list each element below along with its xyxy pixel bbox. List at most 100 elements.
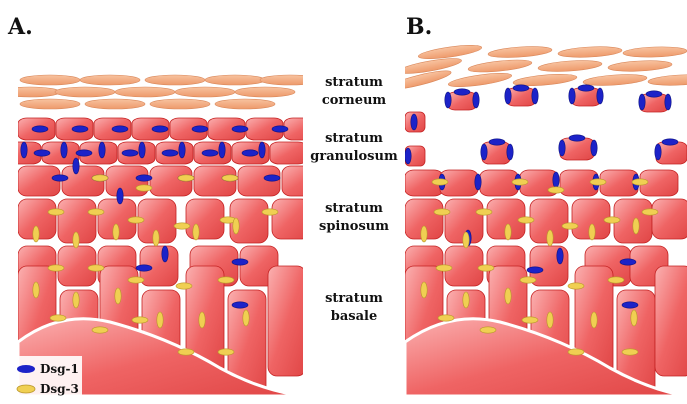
dsg3-desmosome (222, 175, 238, 181)
dsg3-desmosome (520, 277, 536, 283)
label-spinosum-1: stratum (325, 201, 383, 216)
dsg3-desmosome (438, 315, 454, 321)
dsg1-desmosome (242, 150, 258, 156)
dsg1-desmosome (73, 158, 79, 174)
panel-b-label: B. (406, 14, 432, 40)
dsg3-desmosome (218, 349, 234, 355)
dsg1-desmosome (622, 302, 638, 308)
dsg1-desmosome (232, 302, 248, 308)
dsg1-desmosome (152, 126, 168, 132)
dsg3-desmosome (476, 209, 492, 215)
dsg3-desmosome (421, 282, 427, 298)
dsg1-desmosome (112, 126, 128, 132)
dsg1-desmosome (117, 188, 123, 204)
corneocyte (115, 87, 175, 97)
legend: Dsg-1 Dsg-3 (10, 356, 82, 400)
corneocyte (235, 87, 295, 97)
spinous-cell (186, 199, 224, 239)
basal-cell (268, 266, 306, 376)
dsg3-desmosome (115, 288, 121, 304)
dsg3-desmosome (50, 315, 66, 321)
dsg3-desmosome (421, 226, 427, 242)
panel-a-label: A. (7, 14, 33, 40)
dsg1-desmosome (162, 246, 168, 262)
spinous-cell (18, 166, 60, 196)
dsg1-desmosome (202, 150, 218, 156)
dsg3-desmosome (591, 312, 597, 328)
dsg1-desmosome (513, 85, 529, 91)
dsg3-desmosome (642, 209, 658, 215)
dsg3-desmosome (589, 224, 595, 240)
dsg3-desmosome (604, 217, 620, 223)
dsg3-desmosome (548, 187, 564, 193)
dsg3-desmosome (463, 232, 469, 248)
dsg3-desmosome (622, 349, 638, 355)
dsg3-desmosome (568, 283, 584, 289)
dsg3-desmosome (48, 265, 64, 271)
dsg3-desmosome (432, 179, 448, 185)
dsg1-desmosome (557, 248, 563, 264)
dsg1-desmosome (72, 126, 88, 132)
dsg1-desmosome (34, 150, 50, 156)
dsg3-desmosome (193, 224, 199, 240)
dsg1-desmosome (662, 139, 678, 145)
dsg1-desmosome (532, 88, 538, 104)
dsg3-desmosome (178, 175, 194, 181)
dsg1-desmosome (99, 142, 105, 158)
dsg3-desmosome (512, 179, 528, 185)
dsg1-desmosome (505, 88, 511, 104)
legend-dsg1-swatch (17, 365, 35, 373)
dsg1-desmosome (507, 144, 513, 160)
dsg1-desmosome (52, 175, 68, 181)
dsg3-desmosome (178, 349, 194, 355)
granular-cell (284, 118, 321, 140)
dsg3-desmosome (199, 312, 205, 328)
dsg3-desmosome (92, 327, 108, 333)
dsg3-desmosome (562, 223, 578, 229)
dsg1-desmosome (553, 172, 559, 188)
corneocyte (260, 75, 320, 85)
corneocyte (608, 59, 672, 72)
dsg1-desmosome (665, 94, 671, 110)
dsg3-desmosome (176, 283, 192, 289)
dsg1-desmosome (559, 140, 565, 156)
dsg3-desmosome (505, 224, 511, 240)
dsg1-desmosome (232, 259, 248, 265)
dsg3-desmosome (92, 175, 108, 181)
corneocyte (85, 99, 145, 109)
dsg1-desmosome (454, 89, 470, 95)
legend-dsg3-label: Dsg-3 (40, 382, 79, 396)
dsg1-desmosome (591, 140, 597, 156)
dsg3-desmosome (518, 217, 534, 223)
dsg3-desmosome (153, 230, 159, 246)
dsg1-desmosome (639, 94, 645, 110)
dsg1-desmosome (620, 259, 636, 265)
panel-b (388, 43, 687, 400)
spinous-cell (652, 199, 687, 239)
dsg3-desmosome (48, 209, 64, 215)
dsg3-desmosome (568, 349, 584, 355)
basal-cell (655, 266, 687, 376)
dsg1-desmosome (272, 126, 288, 132)
dsg3-desmosome (547, 230, 553, 246)
dsg3-desmosome (128, 277, 144, 283)
a-stratum-corneum (0, 75, 320, 116)
dsg3-desmosome (522, 317, 538, 323)
dsg3-desmosome (136, 185, 152, 191)
spinous-cell (282, 166, 324, 196)
corneocyte (215, 99, 275, 109)
corneocyte (175, 87, 235, 97)
corneocyte (623, 46, 687, 58)
corneocyte (583, 73, 648, 87)
dsg3-desmosome (128, 217, 144, 223)
dsg3-desmosome (434, 209, 450, 215)
corneocyte (488, 45, 553, 59)
dsg1-desmosome (578, 85, 594, 91)
dsg1-desmosome (179, 142, 185, 158)
layer-labels: stratum corneum stratum granulosum strat… (310, 75, 398, 324)
dsg3-desmosome (73, 292, 79, 308)
dsg1-desmosome (76, 150, 92, 156)
corneocyte (448, 71, 513, 90)
dsg1-desmosome (136, 265, 152, 271)
